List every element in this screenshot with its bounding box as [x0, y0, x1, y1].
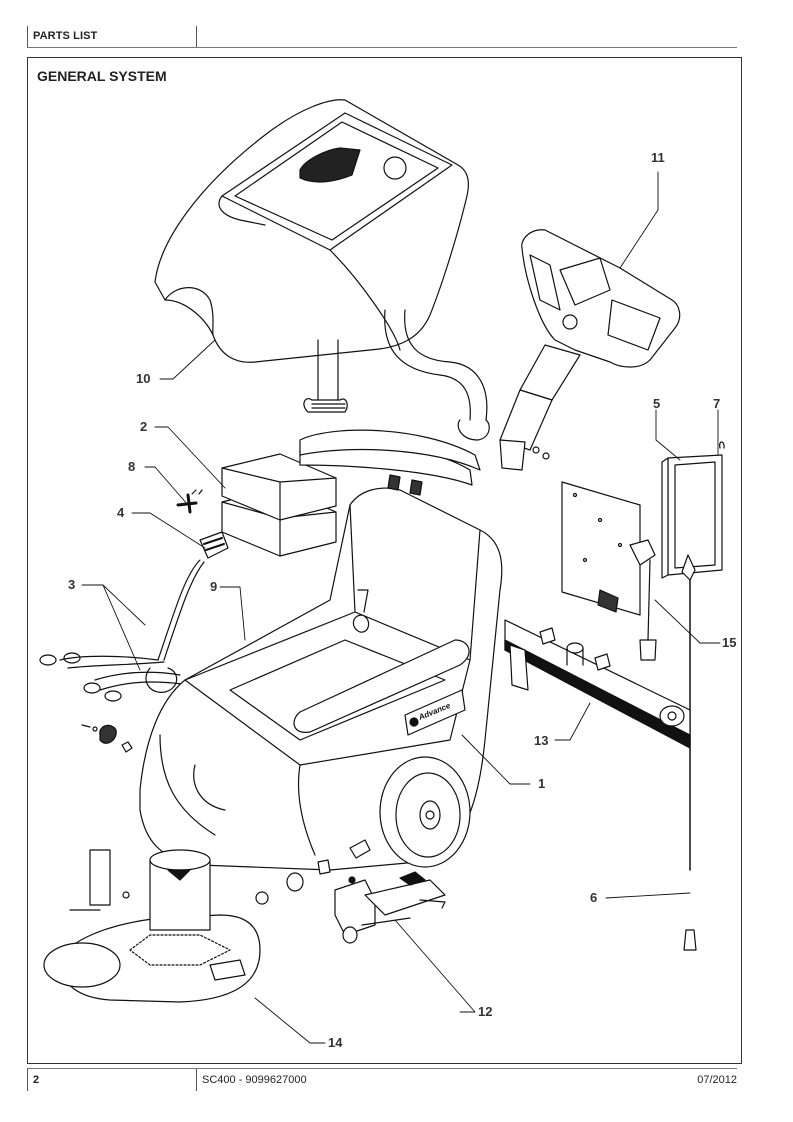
callout-13: 13 — [534, 733, 549, 748]
callout-8: 8 — [128, 459, 136, 474]
part-pedal-assembly — [334, 871, 446, 944]
callout-12: 12 — [478, 1004, 493, 1019]
part-squeegee-assembly — [504, 619, 691, 749]
callout-4: 4 — [117, 505, 125, 520]
callout-9: 9 — [210, 579, 218, 594]
part-handle-assembly — [499, 229, 681, 471]
diagram-frame: GENERAL SYSTEM — [27, 57, 742, 1064]
callout-7: 7 — [713, 396, 721, 411]
page-header: PARTS LIST — [27, 26, 737, 48]
callout-11: 11 — [651, 150, 665, 165]
part-casters — [255, 839, 371, 905]
part-brush-deck — [43, 849, 261, 1003]
part-connector — [199, 531, 229, 559]
leader-lines — [81, 171, 721, 1044]
header-section-cell: PARTS LIST — [27, 26, 197, 47]
revision-date: 07/2012 — [697, 1074, 737, 1086]
part-control-panel — [561, 481, 656, 616]
callout-5: 5 — [653, 396, 661, 411]
part-battery-cables — [39, 559, 205, 702]
part-rear-wheel — [379, 756, 471, 868]
part-drain-hose — [303, 309, 490, 441]
model-number: SC400 - 9099627000 — [202, 1074, 307, 1086]
part-seat-cover — [299, 429, 481, 471]
brand-decal: Advance — [404, 689, 466, 736]
footer-page-cell: 2 — [27, 1069, 197, 1091]
callout-6: 6 — [590, 890, 598, 905]
part-knob-hardware — [81, 724, 133, 753]
part-recovery-tank — [154, 99, 469, 363]
page-title: GENERAL SYSTEM — [37, 68, 167, 84]
page-number: 2 — [33, 1074, 40, 1086]
callout-2: 2 — [140, 419, 148, 434]
callout-15: 15 — [722, 635, 737, 650]
callout-14: 14 — [328, 1035, 343, 1050]
part-charger — [639, 441, 725, 951]
part-clip — [176, 489, 203, 514]
page-footer: 2 SC400 - 9099627000 07/2012 — [27, 1068, 737, 1091]
callout-1: 1 — [538, 776, 546, 791]
part-batteries — [221, 453, 337, 557]
section-label: PARTS LIST — [33, 30, 98, 42]
callout-3: 3 — [68, 577, 76, 592]
callout-10: 10 — [136, 371, 151, 386]
